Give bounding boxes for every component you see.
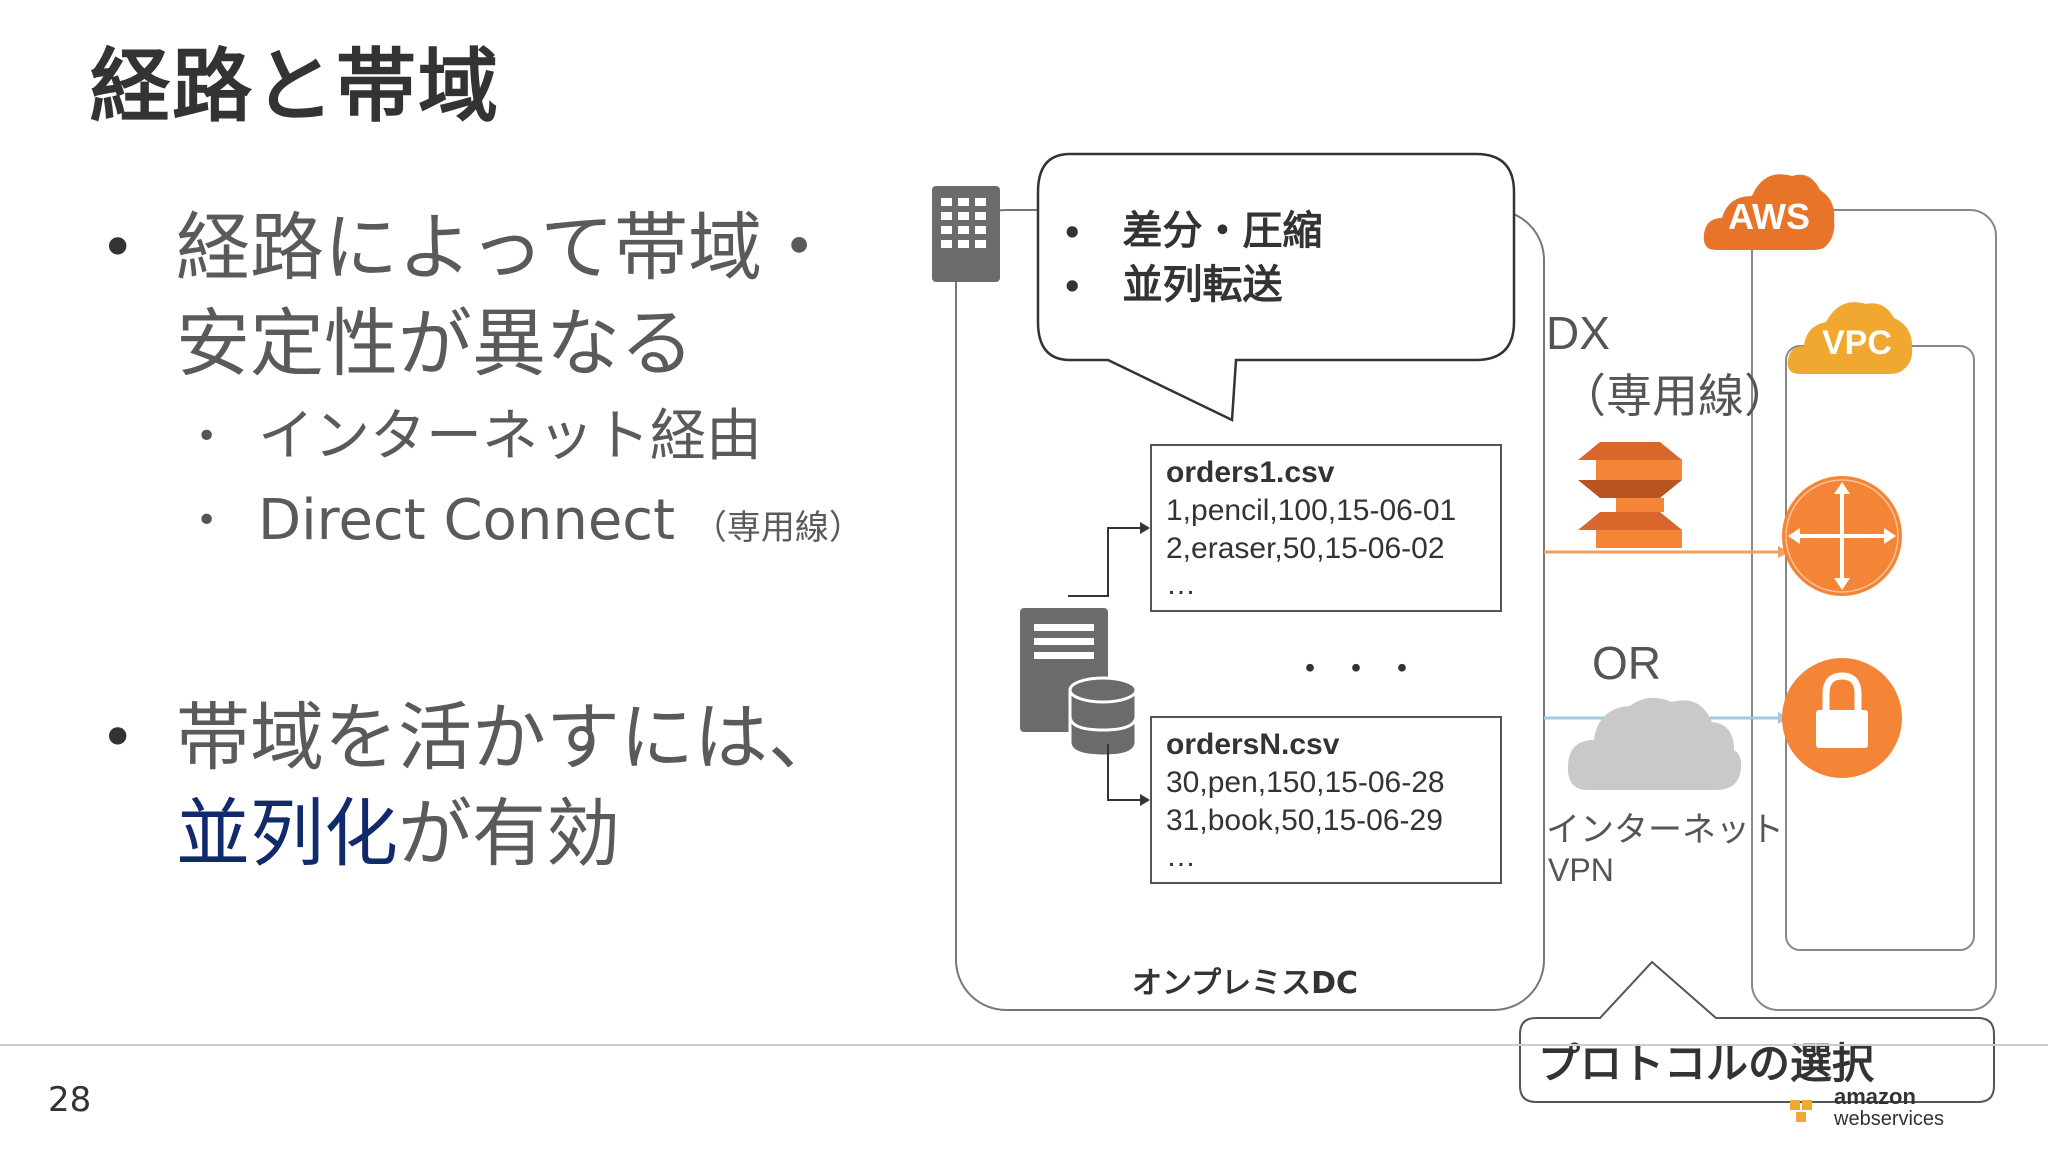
bullet-2-line-1: 帯域を活かすには、 (176, 695, 842, 781)
files-ellipsis: ・ ・ ・ (1292, 648, 1421, 689)
dx-label: DX (1546, 307, 1610, 359)
slide-title: 経路と帯域 (90, 40, 500, 133)
bullet-2-rest: が有効 (398, 791, 620, 877)
aws-logo-text-bottom: webservices (1834, 1108, 1945, 1130)
aws-badge-label: AWS (1728, 196, 1811, 237)
arrow-to-file1 (1068, 527, 1140, 597)
bullet-1: • 経路によって帯域・ 安定性が異なる (100, 200, 900, 400)
aws-logo-text-top: amazon (1834, 1084, 1916, 1109)
bullet-1-line-2: 安定性が異なる (176, 301, 694, 387)
sub-bullet-dc-text: Direct Connect (258, 488, 676, 553)
bullet-2: • 帯域を活かすには、 並列化が有効 (100, 690, 900, 890)
vpc-box (1785, 345, 1975, 951)
csv-line: 31,book,50,15-06-29 (1166, 804, 1443, 837)
callout-bubble (1036, 152, 1516, 422)
sub-bullet-dc-note: （専用線） (692, 508, 863, 548)
csv-file-name: orders1.csv (1166, 456, 1335, 489)
bullet-2-highlight: 並列化 (176, 791, 398, 877)
sub-bullet-internet-text: インターネット経由 (258, 404, 762, 469)
csv-line: 2,eraser,50,15-06-02 (1166, 532, 1445, 565)
csv-file-name: ordersN.csv (1166, 728, 1340, 761)
callout-item-diff-compress: •差分・圧縮 (1062, 208, 1323, 254)
sub-bullet-internet: • インターネット経由 (196, 402, 836, 472)
csv-line: … (1166, 568, 1196, 601)
csv-line: … (1166, 840, 1196, 873)
callout-item-parallel-transfer: •並列転送 (1062, 262, 1283, 308)
protocol-callout (1519, 960, 1995, 1103)
internet-label: インターネット (1546, 811, 1784, 849)
vpc-badge-label: VPC (1822, 324, 1892, 362)
sub-bullet-dot: • (196, 500, 218, 541)
vpn-gateway-lock-icon (1782, 658, 1902, 778)
bullet-dot: • (100, 213, 136, 283)
sub-bullet-dot: • (196, 416, 218, 457)
vpn-label: VPN (1548, 852, 1614, 888)
aws-region-box (1751, 209, 1997, 1011)
footer-divider (0, 1044, 2048, 1046)
csv-file-orders1: orders1.csv 1,pencil,100,15-06-01 2,eras… (1150, 444, 1502, 612)
server-database-icon (1020, 608, 1138, 758)
building-icon (932, 186, 1000, 282)
vpc-router-icon (1782, 476, 1902, 596)
page-number: 28 (48, 1080, 92, 1120)
csv-line: 30,pen,150,15-06-28 (1166, 766, 1445, 799)
bullet-1-line-1: 経路によって帯域・ (176, 205, 837, 291)
csv-line: 1,pencil,100,15-06-01 (1166, 494, 1457, 527)
dx-sub-label: （専用線） (1560, 370, 1790, 422)
vpc-cloud-icon (1787, 302, 1913, 374)
onprem-dc-label: オンプレミスDC (1132, 966, 1359, 1001)
bullet-dot: • (100, 703, 136, 773)
or-label: OR (1592, 637, 1661, 689)
sub-bullet-direct-connect: • Direct Connect （専用線） (196, 486, 876, 556)
arrow-to-fileN (1107, 744, 1140, 801)
protocol-selection-label: プロトコルの選択 (1538, 1039, 1875, 1088)
aws-cloud-icon (1703, 174, 1835, 250)
aws-logo-icon (1790, 1100, 1812, 1122)
csv-file-ordersN: ordersN.csv 30,pen,150,15-06-28 31,book,… (1150, 716, 1502, 884)
internet-cloud-icon (1567, 697, 1742, 790)
direct-connect-icon (1578, 442, 1682, 548)
